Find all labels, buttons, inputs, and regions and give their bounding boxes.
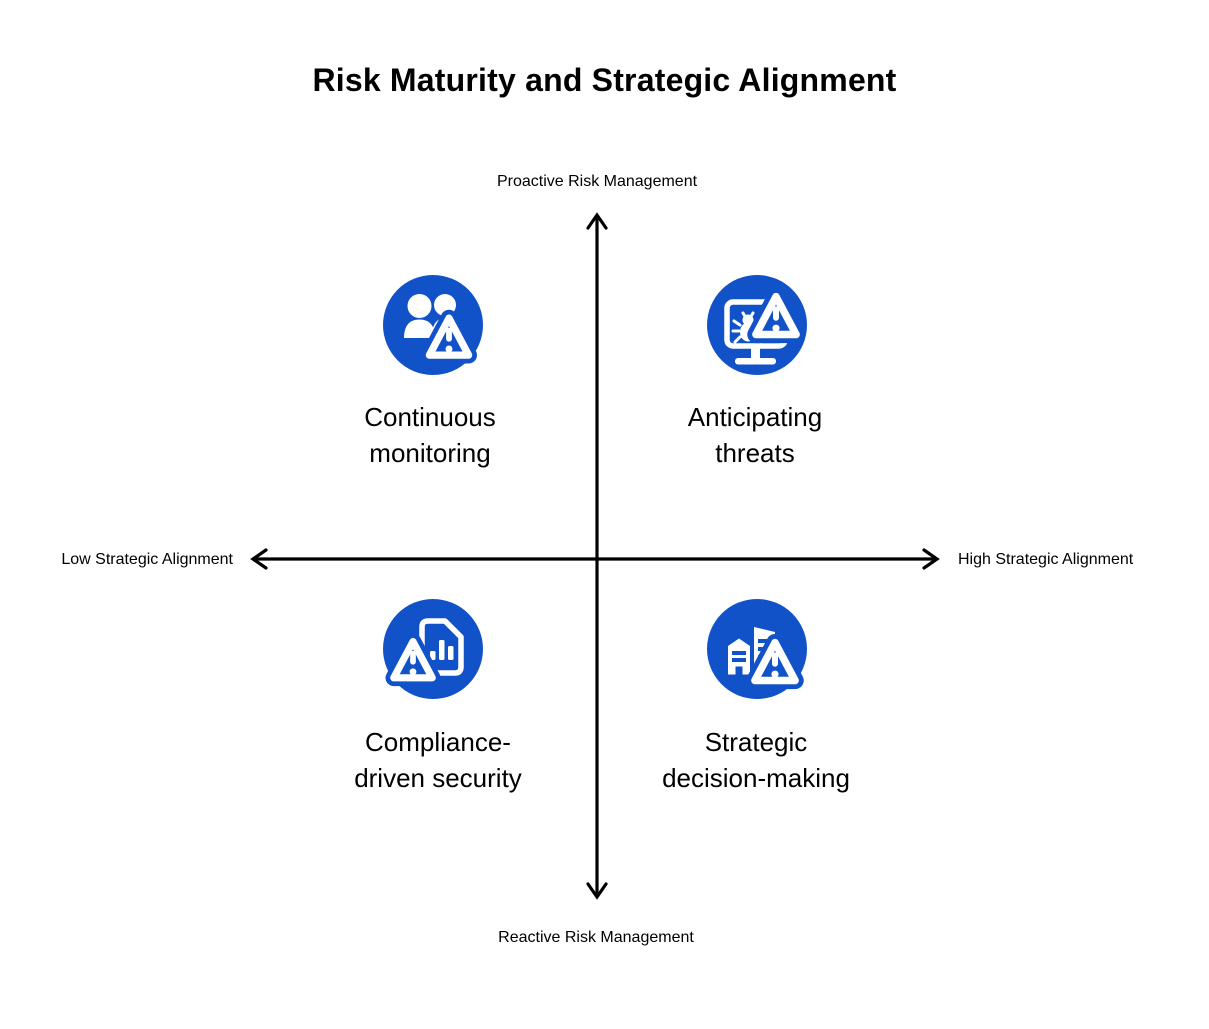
people-warning-icon — [383, 275, 483, 375]
label-line: monitoring — [369, 438, 491, 468]
label-line: threats — [715, 438, 795, 468]
arrow-up-icon — [586, 212, 608, 230]
label-line: Compliance- — [365, 727, 511, 757]
arrow-down-icon — [586, 882, 608, 900]
quadrant-label-continuous-monitoring: Continuous monitoring — [280, 399, 580, 471]
arrow-left-icon — [250, 548, 268, 570]
buildings-warning-icon — [707, 599, 807, 699]
quadrant-label-anticipating-threats: Anticipating threats — [605, 399, 905, 471]
label-line: driven security — [354, 763, 522, 793]
axis-label-low-alignment: Low Strategic Alignment — [61, 551, 233, 568]
label-line: decision-making — [662, 763, 850, 793]
axis-label-reactive: Reactive Risk Management — [498, 929, 694, 946]
label-line: Strategic — [704, 727, 808, 757]
bar-chart-glyph — [430, 640, 454, 660]
document-chart-warning-icon — [383, 599, 483, 699]
label-line: Continuous — [364, 402, 496, 432]
quadrant-label-compliance-driven-security: Compliance- driven security — [288, 724, 588, 796]
arrow-right-icon — [922, 548, 940, 570]
label-line: Anticipating — [687, 402, 823, 432]
axis-label-high-alignment: High Strategic Alignment — [958, 551, 1134, 568]
page-title: Risk Maturity and Strategic Alignment — [312, 62, 897, 98]
quadrant-label-strategic-decision-making: Strategic decision-making — [606, 724, 906, 796]
axis-label-proactive: Proactive Risk Management — [496, 173, 698, 190]
monitor-bug-warning-icon — [707, 275, 807, 375]
